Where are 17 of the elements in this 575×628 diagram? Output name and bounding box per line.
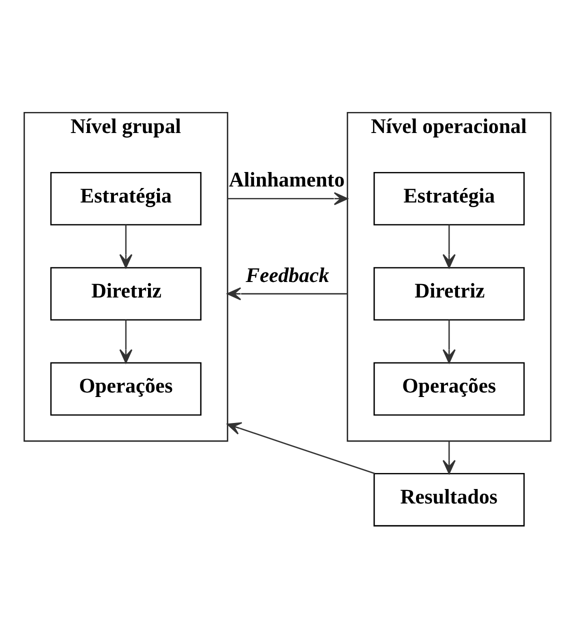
arrow: [442, 224, 456, 268]
node-box: Diretriz: [50, 267, 202, 321]
edge-label: Feedback: [246, 262, 330, 287]
arrow: [226, 287, 348, 300]
arrow: [119, 224, 132, 268]
arrow: [119, 320, 132, 364]
node-box: Resultados: [374, 473, 525, 526]
node-box: Operações: [50, 362, 202, 416]
edge-label: Alinhamento: [228, 168, 345, 192]
node-box: Operações: [374, 362, 525, 416]
arrow: [228, 192, 348, 206]
arrow: [442, 441, 456, 474]
node-box: Diretriz: [374, 267, 525, 321]
node-box: Estratégia: [374, 172, 525, 226]
arrow: [226, 422, 375, 474]
node-box: Estratégia: [50, 172, 202, 226]
arrow: [442, 320, 456, 364]
